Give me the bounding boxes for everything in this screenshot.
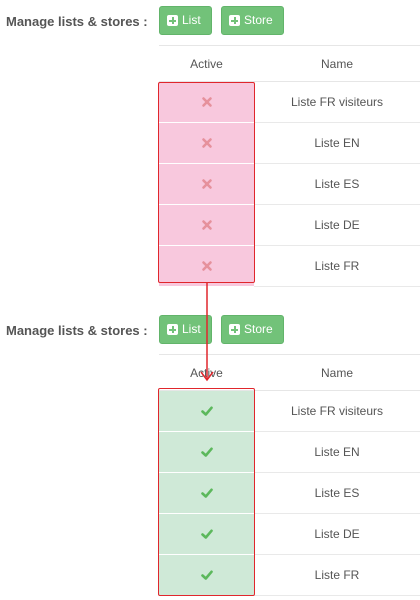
plus-square-icon [229,15,240,26]
transition-arrow-icon [200,282,214,382]
table-row[interactable]: Liste FR visiteurs [159,391,420,432]
active-cell[interactable] [159,123,254,164]
name-cell: Liste FR visiteurs [290,95,384,109]
add-list-label: List [182,13,201,27]
table-row[interactable]: Liste ES [159,164,420,205]
add-store-button[interactable]: Store [221,315,284,344]
table-row[interactable]: Liste EN [159,123,420,164]
table-header: Active Name [159,45,420,82]
add-store-label: Store [244,322,273,336]
plus-square-icon [229,324,240,335]
column-header-active[interactable]: Active [190,56,223,71]
active-cell[interactable] [159,555,254,596]
add-list-label: List [182,322,201,336]
cross-icon[interactable] [200,218,214,232]
cross-icon[interactable] [200,259,214,273]
check-icon[interactable] [200,568,214,582]
name-cell: Liste FR [314,568,360,582]
table-row[interactable]: Liste FR visiteurs [159,82,420,123]
table-row[interactable]: Liste ES [159,473,420,514]
column-header-name[interactable]: Name [320,365,353,380]
name-cell: Liste FR visiteurs [290,404,384,418]
check-icon[interactable] [200,527,214,541]
name-cell: Liste DE [314,218,360,232]
active-cell[interactable] [159,432,254,473]
check-icon[interactable] [200,404,214,418]
cross-icon[interactable] [200,95,214,109]
active-cell[interactable] [159,246,254,287]
active-cell[interactable] [159,391,254,432]
active-cell[interactable] [159,514,254,555]
check-icon[interactable] [200,445,214,459]
add-store-button[interactable]: Store [221,6,284,35]
name-cell: Liste ES [314,486,360,500]
name-cell: Liste EN [314,136,360,150]
section-label: Manage lists & stores : [6,323,148,338]
add-store-label: Store [244,13,273,27]
add-list-button[interactable]: List [159,6,212,35]
name-cell: Liste DE [314,527,360,541]
active-cell[interactable] [159,82,254,123]
name-cell: Liste EN [314,445,360,459]
plus-square-icon [167,15,178,26]
cross-icon[interactable] [200,136,214,150]
plus-square-icon [167,324,178,335]
name-cell: Liste FR [314,259,360,273]
column-header-name[interactable]: Name [320,56,353,71]
table-row[interactable]: Liste DE [159,205,420,246]
table-row[interactable]: Liste EN [159,432,420,473]
active-cell[interactable] [159,205,254,246]
check-icon[interactable] [200,486,214,500]
cross-icon[interactable] [200,177,214,191]
add-list-button[interactable]: List [159,315,212,344]
active-cell[interactable] [159,164,254,205]
table-row[interactable]: Liste FR [159,555,420,596]
section-label: Manage lists & stores : [6,14,148,29]
table-row[interactable]: Liste FR [159,246,420,287]
active-cell[interactable] [159,473,254,514]
name-cell: Liste ES [314,177,360,191]
table-row[interactable]: Liste DE [159,514,420,555]
